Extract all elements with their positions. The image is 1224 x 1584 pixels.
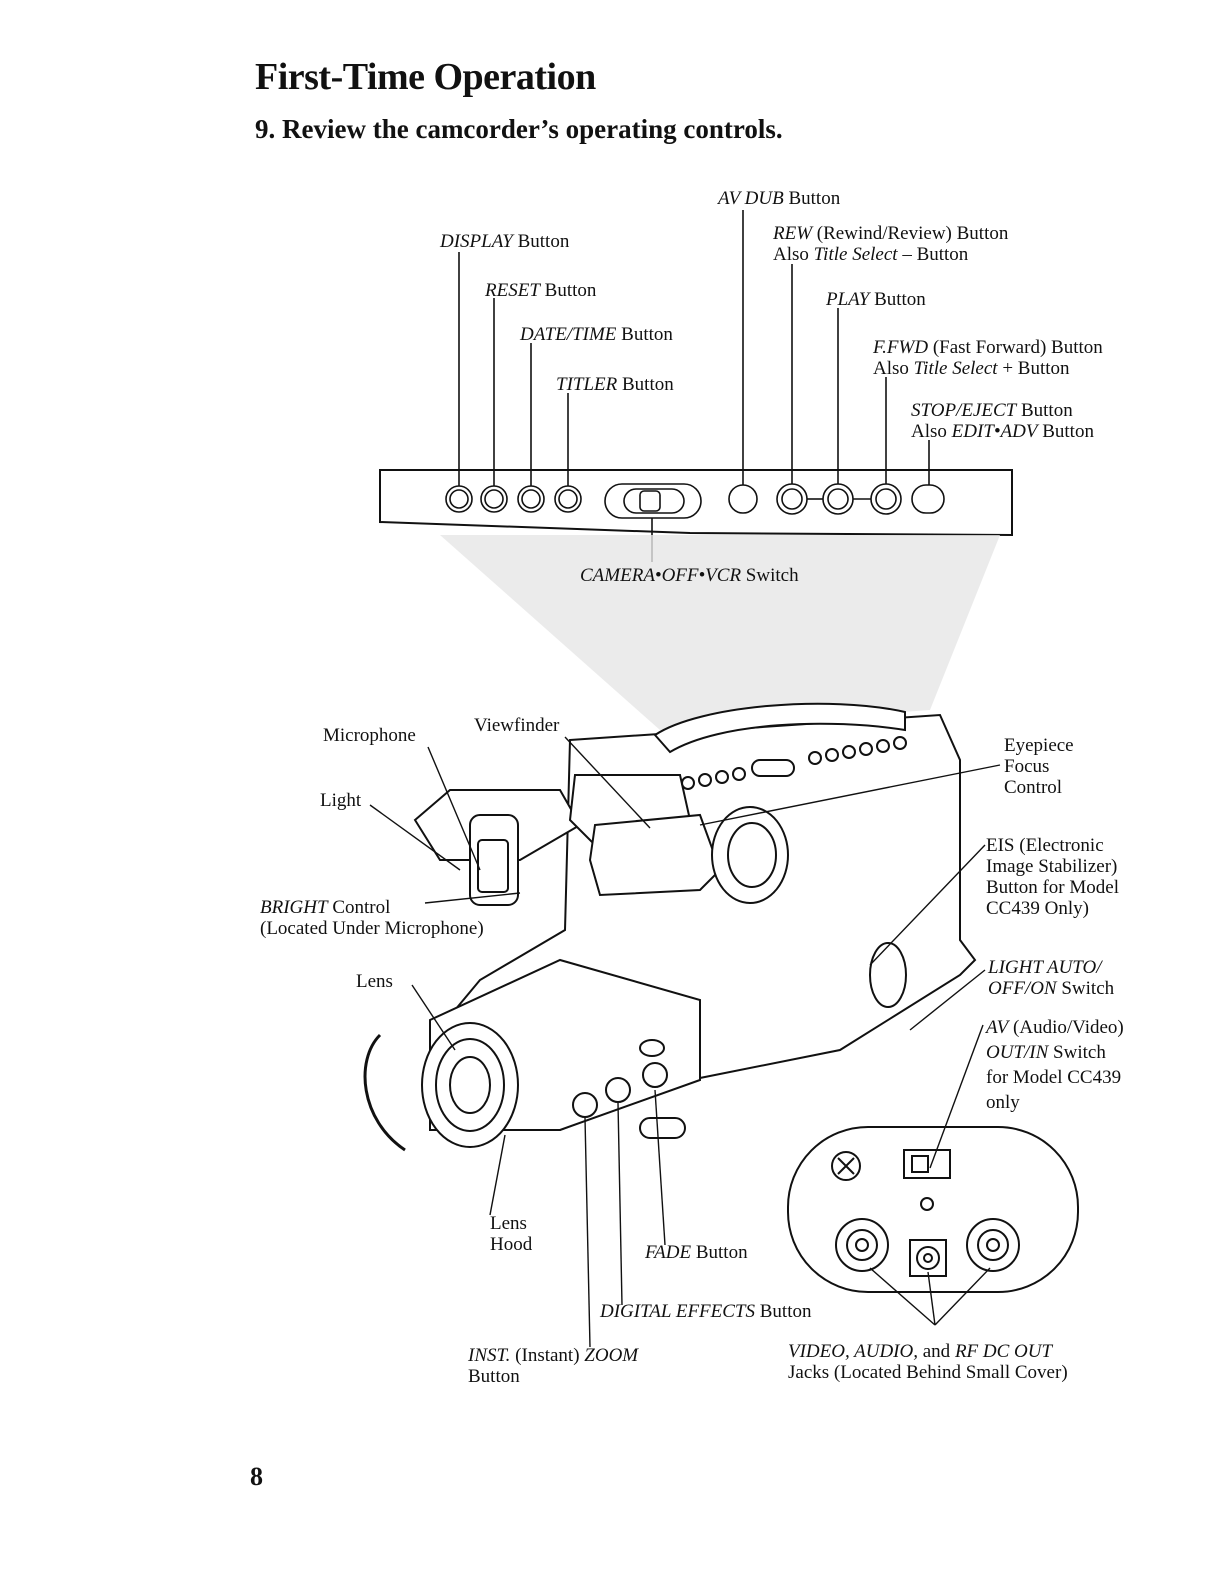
camera-off-vcr-label: CAMERA•OFF•VCR Switch [580,565,799,586]
step-heading: 9. Review the camcorder’s operating cont… [255,114,783,144]
bright-control-label: BRIGHT Control(Located Under Microphone) [260,897,484,939]
titler-label: TITLER Button [556,374,674,395]
play-label: PLAY Button [826,289,926,310]
microphone-label: Microphone [323,725,416,746]
display-label: DISPLAY Button [440,231,570,252]
date-time-label: DATE/TIME Button [520,324,673,345]
light-label: Light [320,790,362,811]
page-title: First-Time Operation [255,56,596,98]
light-switch-label: LIGHT AUTO/OFF/ON Switch [988,957,1115,999]
reset-label: RESET Button [485,280,597,301]
page-number: 8 [250,1462,263,1491]
lens-label: Lens [356,971,393,992]
av-dub-label: AV DUB Button [718,188,841,209]
viewfinder-label: Viewfinder [474,715,560,736]
fade-label: FADE Button [645,1242,748,1263]
digital-effects-label: DIGITAL EFFECTS Button [600,1301,812,1322]
